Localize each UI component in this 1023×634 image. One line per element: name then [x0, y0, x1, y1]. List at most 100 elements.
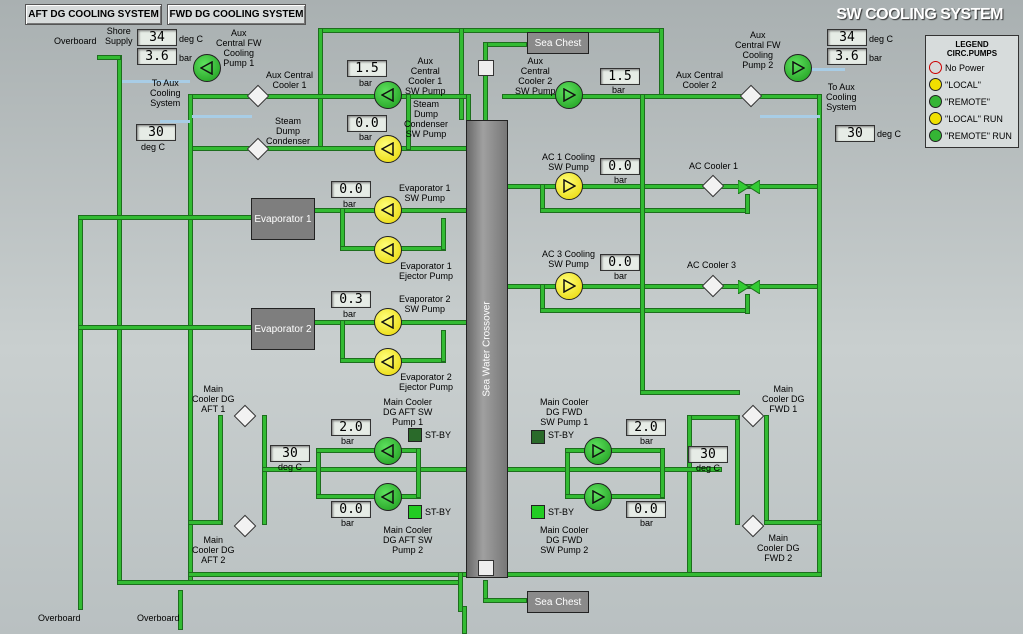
legend-row: No Power: [929, 61, 985, 74]
ac3-valve-icon[interactable]: [738, 280, 760, 294]
fw2-press-unit: bar: [869, 53, 883, 63]
fw1-press-unit: bar: [179, 53, 193, 63]
dg-aft-p1-press: 2.0: [331, 419, 371, 436]
evap2-press: 0.3: [331, 291, 371, 308]
pump-arrow-right-icon: [592, 444, 605, 458]
aux-right-temp-unit: deg C: [877, 129, 902, 139]
dg-aft-p2-press: 0.0: [331, 501, 371, 518]
dg-fwd-sw-pump-1[interactable]: [584, 437, 612, 465]
pump-arrow-right-icon: [563, 88, 576, 102]
steam-dump-pump-label: Steam Dump Condenser SW Pump: [404, 99, 449, 139]
ac-cooler-3-hx-icon: [701, 274, 725, 298]
fw-line-right-2: [760, 115, 820, 118]
pump-arrow-left-icon: [381, 444, 394, 458]
ac1-sw-pump[interactable]: [555, 172, 583, 200]
main-aft1-label: Main Cooler DG AFT 1: [192, 384, 235, 414]
ac-cooler-1-hx-icon: [701, 174, 725, 198]
pump-remote-icon: [929, 95, 942, 108]
aux-sw-pump-2[interactable]: [555, 81, 583, 109]
fw1-temp-value: 34: [137, 29, 177, 46]
stby-fwd-2-indicator[interactable]: [531, 505, 545, 519]
steam-dump-cond-label: Steam Dump Condenser: [266, 116, 311, 146]
main-aft2-hx-icon: [233, 514, 257, 538]
evap2-sw-pump[interactable]: [374, 308, 402, 336]
dg-aft-sw-pump-2[interactable]: [374, 483, 402, 511]
dg-fwd-p2-label: Main Cooler DG FWD SW Pump 2: [540, 525, 589, 555]
evap2-ejector-pump[interactable]: [374, 348, 402, 376]
dg-aft-p2-label: Main Cooler DG AFT SW Pump 2: [383, 525, 433, 555]
aux-fw-pump-2[interactable]: [784, 54, 812, 82]
bar-unit: bar: [359, 78, 373, 88]
legend-row: "REMOTE": [929, 95, 990, 108]
fw-line-left-3: [160, 120, 190, 123]
deg-c-unit: deg C: [696, 463, 721, 473]
bar-unit: bar: [341, 518, 355, 528]
aux-sw1-label: Aux Central Cooler 1 SW Pump: [405, 56, 446, 96]
fw2-temp-unit: deg C: [869, 34, 894, 44]
pump-arrow-left-icon: [381, 203, 394, 217]
sea-chest-bottom[interactable]: Sea Chest: [527, 591, 589, 613]
dg-fwd-p1-label: Main Cooler DG FWD SW Pump 1: [540, 397, 589, 427]
main-fwd1-hx-icon: [741, 404, 765, 428]
stby-fwd-1-indicator[interactable]: [531, 430, 545, 444]
evap1-sw-label: Evaporator 1 SW Pump: [399, 183, 451, 203]
sea-chest-top[interactable]: Sea Chest: [527, 32, 589, 54]
fw-line-right: [805, 68, 845, 71]
main-aft2-label: Main Cooler DG AFT 2: [192, 535, 235, 565]
fwd-temp-value: 30: [688, 446, 728, 463]
evap1-ejector-pump[interactable]: [374, 236, 402, 264]
overboard-bm-label: Overboard: [137, 613, 180, 623]
aux-fw-pump1-label: Aux Central FW Cooling Pump 1: [216, 28, 262, 68]
shore-supply-label: Shore Supply: [105, 26, 133, 46]
evap1-ej-label: Evaporator 1 Ejector Pump: [399, 261, 454, 281]
evaporator-2[interactable]: Evaporator 2: [251, 308, 315, 350]
stby-aft-1-label: ST-BY: [425, 430, 452, 440]
pump-arrow-left-icon: [381, 490, 394, 504]
ac1-valve-icon[interactable]: [738, 180, 760, 194]
aux-sw2-label: Aux Central Cooler 2 SW Pump: [515, 56, 556, 96]
pump-arrow-right-icon: [563, 279, 576, 293]
ac3-sw-pump[interactable]: [555, 272, 583, 300]
legend-row: "LOCAL" RUN: [929, 112, 1003, 125]
steam-dump-pump[interactable]: [374, 135, 402, 163]
tab-aft-dg-cooling[interactable]: AFT DG COOLING SYSTEM: [25, 4, 162, 25]
pump-arrow-left-icon: [381, 243, 394, 257]
pump-no-power-icon: [929, 61, 942, 74]
stby-fwd-2-label: ST-BY: [548, 507, 575, 517]
pump-local-run-icon: [929, 112, 942, 125]
pump-arrow-left-icon: [381, 142, 394, 156]
pump-arrow-left-icon: [381, 88, 394, 102]
page-title: SW COOLING SYSTEM: [836, 6, 1003, 23]
fw1-press-value: 3.6: [137, 48, 177, 65]
pump-remote-run-icon: [929, 129, 942, 142]
strainer-top-icon: [478, 60, 494, 76]
evap2-ej-label: Evaporator 2 Ejector Pump: [399, 372, 454, 392]
evaporator-1[interactable]: Evaporator 1: [251, 198, 315, 240]
bar-unit: bar: [614, 175, 628, 185]
legend-row: "REMOTE" RUN: [929, 129, 1012, 142]
evap1-sw-pump[interactable]: [374, 196, 402, 224]
dg-fwd-sw-pump-2[interactable]: [584, 483, 612, 511]
aux-fw-pump-1[interactable]: [193, 54, 221, 82]
aux-sw-pump-1[interactable]: [374, 81, 402, 109]
tab-fwd-dg-cooling[interactable]: FWD DG COOLING SYSTEM: [167, 4, 306, 25]
pump-arrow-right-icon: [592, 490, 605, 504]
ac1-press: 0.0: [600, 158, 640, 175]
dg-aft-sw-pump-1[interactable]: [374, 437, 402, 465]
pump-arrow-right-icon: [563, 179, 576, 193]
overboard-bl-label: Overboard: [38, 613, 81, 623]
pump-arrow-left-icon: [381, 355, 394, 369]
stby-aft-1-indicator[interactable]: [408, 428, 422, 442]
bar-unit: bar: [359, 132, 373, 142]
to-aux-right-label: To Aux Cooling System: [826, 82, 857, 112]
aux-sw2-press: 1.5: [600, 68, 640, 85]
stby-aft-2-indicator[interactable]: [408, 505, 422, 519]
stby-aft-2-label: ST-BY: [425, 507, 452, 517]
overboard-top-label: Overboard: [54, 36, 97, 46]
legend-row: "LOCAL": [929, 78, 981, 91]
ac-cooler1-label: AC Cooler 1: [689, 161, 739, 171]
to-aux-left-label: To Aux Cooling System: [150, 78, 181, 108]
legend: LEGEND CIRC.PUMPS No Power "LOCAL" "REMO…: [925, 35, 1019, 148]
pump-arrow-left-icon: [200, 61, 213, 75]
bar-unit: bar: [640, 518, 654, 528]
